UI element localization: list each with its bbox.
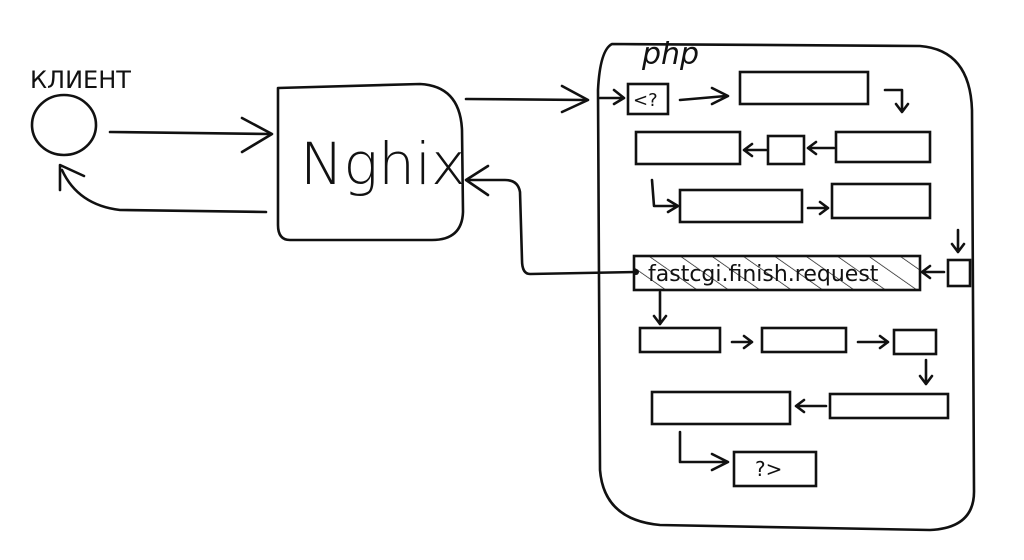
php-open-tag: <?	[633, 90, 658, 111]
arrow-icon	[794, 398, 828, 414]
php-close-tag-node	[732, 450, 818, 488]
arrow-icon	[652, 290, 668, 326]
arrow-icon	[950, 228, 966, 254]
php-step-node	[678, 188, 804, 224]
arrow-icon	[742, 142, 768, 158]
arrow-icon	[678, 430, 730, 472]
finish-request-label: fastcgi.finish.request	[648, 262, 879, 287]
arrowhead-icon	[464, 164, 490, 197]
client-node	[30, 93, 98, 157]
arrow-icon	[806, 140, 836, 156]
arrowhead-icon	[560, 84, 590, 114]
php-step-node	[650, 390, 792, 426]
php-open-tag-node	[626, 82, 670, 116]
php-step-node	[834, 130, 932, 164]
arrow-icon	[920, 264, 946, 280]
arrow-icon	[856, 334, 890, 350]
server-label: Nghix	[300, 130, 465, 198]
arrow-icon	[650, 178, 680, 214]
arrow-icon	[678, 86, 730, 106]
php-step-node	[638, 326, 722, 354]
edge-client-to-server	[108, 130, 272, 136]
php-step-node	[634, 130, 742, 166]
arrow-icon	[918, 358, 934, 386]
arrow-icon	[883, 88, 910, 114]
php-step-node	[828, 392, 950, 420]
php-step-node	[946, 258, 972, 288]
client-label: КЛИЕНТ	[30, 66, 131, 94]
php-step-node	[892, 328, 938, 356]
php-container	[596, 42, 976, 532]
arrowhead-icon	[240, 116, 274, 154]
php-close-tag: ?>	[755, 457, 782, 481]
edge-finish-to-server	[466, 178, 638, 276]
php-step-node	[738, 70, 870, 106]
server-node	[276, 82, 465, 242]
php-step-node	[760, 326, 848, 354]
edge-server-to-client	[60, 168, 268, 214]
connector-dot	[633, 269, 639, 275]
arrowhead-icon	[58, 163, 86, 192]
arrow-icon	[806, 200, 830, 216]
php-step-node	[766, 134, 806, 166]
php-step-node	[830, 182, 932, 220]
php-label: php	[641, 37, 699, 72]
arrow-icon	[598, 88, 626, 106]
arrow-icon	[730, 334, 754, 350]
edge-server-to-php	[464, 97, 588, 102]
